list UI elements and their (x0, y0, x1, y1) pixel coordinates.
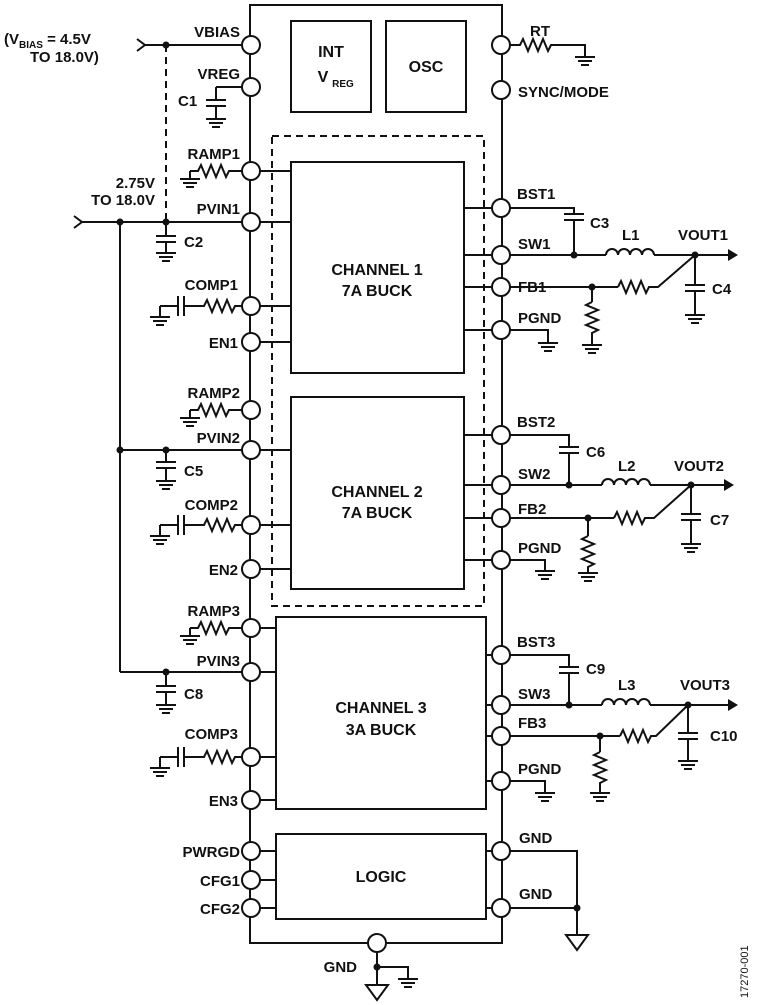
l3-label: L3 (618, 677, 636, 694)
pvin-input-arrow (73, 215, 84, 229)
pin-bst3-label: BST3 (517, 634, 555, 651)
block-logic (275, 833, 487, 920)
intvreg-label-1: INT (318, 44, 344, 61)
ch2-label-2: 7A BUCK (342, 505, 413, 522)
vout3-label: VOUT3 (680, 677, 730, 694)
pin-comp1-label: COMP1 (185, 277, 238, 294)
pin-sw2-label: SW2 (518, 466, 551, 483)
pin-sw3-label: SW3 (518, 686, 551, 703)
left-pins (241, 35, 261, 918)
pin-bst2-label: BST2 (517, 414, 555, 431)
pin-pvin2-label: PVIN2 (197, 430, 240, 447)
pin-comp2-label: COMP2 (185, 497, 238, 514)
pin-en1-label: EN1 (209, 335, 238, 352)
pin-cfg1-label: CFG1 (200, 873, 240, 890)
l1-label: L1 (622, 227, 640, 244)
vbias-input-arrow (136, 38, 147, 52)
pin-pgnd3-label: PGND (518, 761, 562, 778)
pin-fb2-label: FB2 (518, 501, 546, 518)
ch1-label-2: 7A BUCK (342, 283, 413, 300)
pin-rt-label: RT (530, 23, 550, 40)
c10-label: C10 (710, 728, 738, 745)
vbias-range-line2: TO 18.0V) (30, 49, 99, 66)
pin-fb3-label: FB3 (518, 715, 546, 732)
pin-cfg2-label: CFG2 (200, 901, 240, 918)
pin-en3-label: EN3 (209, 793, 238, 810)
c2-label: C2 (184, 234, 203, 251)
intvreg-label-2: V (318, 69, 329, 86)
bottom-gnd-pin (367, 933, 387, 953)
pin-pgnd2-label: PGND (518, 540, 562, 557)
pin-comp3-label: COMP3 (185, 726, 238, 743)
l2-label: L2 (618, 458, 636, 475)
pin-ramp1-label: RAMP1 (187, 146, 240, 163)
vout2-label: VOUT2 (674, 458, 724, 475)
block-int-vreg (290, 20, 372, 113)
block-osc (385, 20, 467, 113)
c9-label: C9 (586, 661, 605, 678)
pin-gnd2-label: GND (519, 886, 553, 903)
pin-sync-label: SYNC/MODE (518, 84, 609, 101)
c7-label: C7 (710, 512, 729, 529)
figure-id: 17270-001 (739, 945, 751, 998)
pin-pwrgd-label: PWRGD (183, 844, 241, 861)
block-channel-3 (275, 616, 487, 810)
pin-pvin1-label: PVIN1 (197, 201, 240, 218)
gnd-triangle-bottom (364, 984, 390, 1002)
logic-label: LOGIC (356, 869, 407, 886)
dashed-boundary (271, 135, 485, 607)
ch2-label-1: CHANNEL 2 (331, 484, 422, 501)
ch3-label-2: 3A BUCK (346, 722, 417, 739)
ch3-label-1: CHANNEL 3 (335, 700, 426, 717)
block-channel-1 (290, 161, 465, 374)
c5-label: C5 (184, 463, 203, 480)
block-channel-2 (290, 396, 465, 590)
pin-ramp2-label: RAMP2 (187, 385, 240, 402)
pin-vbias-label: VBIAS (194, 24, 240, 41)
pin-bst1-label: BST1 (517, 186, 555, 203)
right-pins (491, 35, 511, 918)
pin-pvin3-label: PVIN3 (197, 653, 240, 670)
pin-gnd1-label: GND (519, 830, 553, 847)
c4-label: C4 (712, 281, 732, 298)
ch1-label-1: CHANNEL 1 (331, 262, 422, 279)
pin-pgnd1-label: PGND (518, 310, 562, 327)
pin-gnd-bottom-label: GND (324, 959, 358, 976)
c3-label: C3 (590, 215, 609, 232)
pvin-range-line1: 2.75V (116, 175, 155, 192)
c6-label: C6 (586, 444, 605, 461)
pin-vreg-label: VREG (197, 66, 240, 83)
intvreg-label-sub: REG (332, 79, 354, 90)
osc-label: OSC (409, 59, 444, 76)
internal-wiring (260, 170, 492, 909)
pvin-range-line2: TO 18.0V (91, 192, 155, 209)
c1-label: C1 (178, 93, 197, 110)
pin-en2-label: EN2 (209, 562, 238, 579)
pin-sw1-label: SW1 (518, 236, 551, 253)
vbias-range-line1: (VBIAS = 4.5V (4, 31, 91, 51)
vout1-label: VOUT1 (678, 227, 728, 244)
gnd-triangle-right (564, 934, 590, 952)
c8-label: C8 (184, 686, 203, 703)
pin-ramp3-label: RAMP3 (187, 603, 240, 620)
